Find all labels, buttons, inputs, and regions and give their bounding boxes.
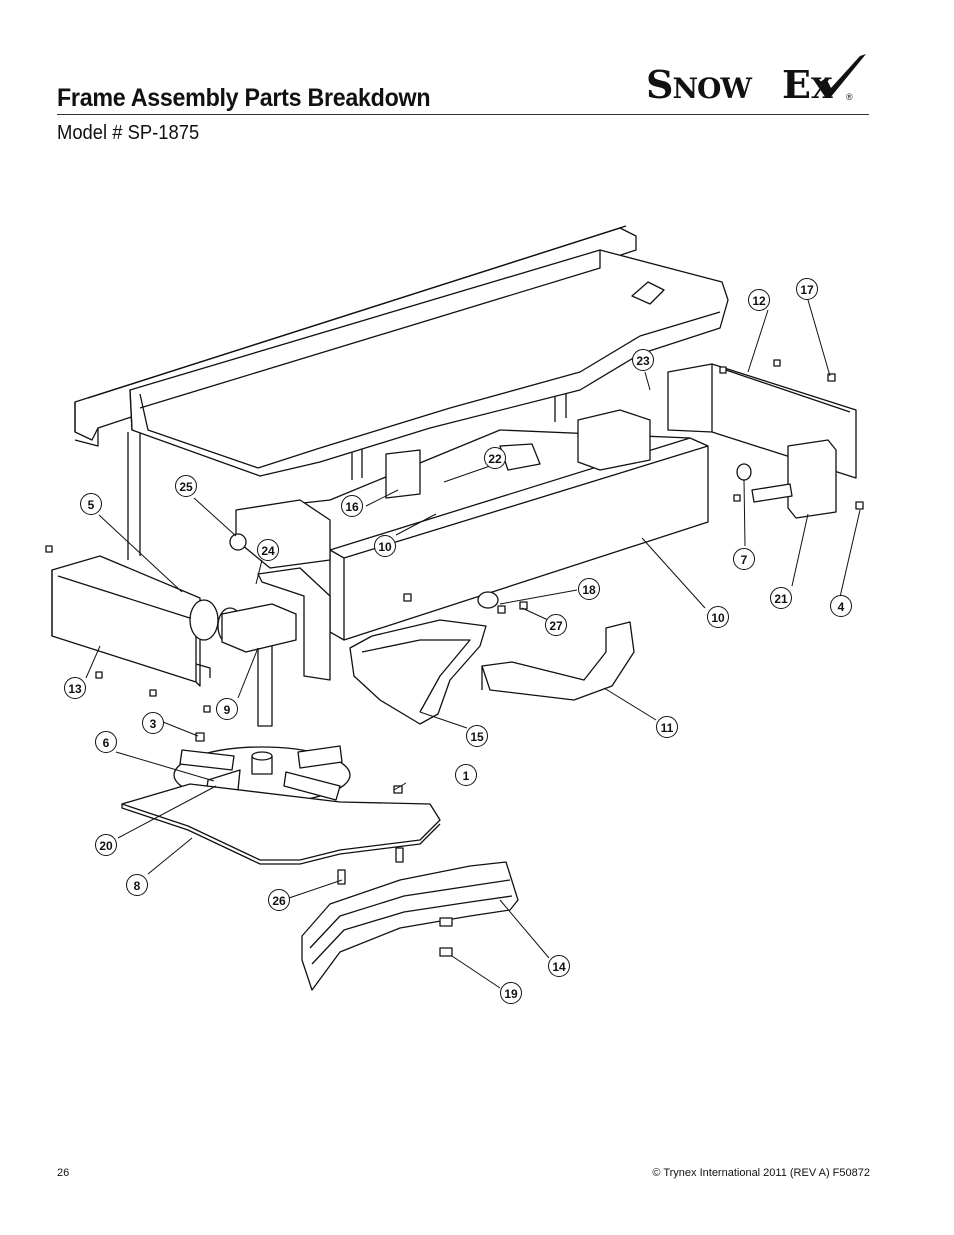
callout-12: 12 <box>748 289 770 311</box>
callout-9: 9 <box>216 698 238 720</box>
deflector-11 <box>481 621 635 701</box>
callout-7: 7 <box>733 548 755 570</box>
gear-box-9 <box>189 599 297 727</box>
end-plate-13 <box>51 555 211 687</box>
hardware <box>45 359 864 957</box>
callout-4: 4 <box>830 595 852 617</box>
leader-lines <box>85 299 861 989</box>
callout-26: 26 <box>268 889 290 911</box>
callout-10-right: 10 <box>707 606 729 628</box>
callout-22: 22 <box>484 447 506 469</box>
callout-11: 11 <box>656 716 678 738</box>
callout-19: 19 <box>500 982 522 1004</box>
callout-18: 18 <box>578 578 600 600</box>
mount-bracket <box>235 499 331 569</box>
callout-21: 21 <box>770 587 792 609</box>
callout-17: 17 <box>796 278 818 300</box>
hopper-trough <box>129 249 729 477</box>
checkmark-icon <box>820 54 866 98</box>
callout-15: 15 <box>466 725 488 747</box>
callout-3: 3 <box>142 712 164 734</box>
page-number: 26 <box>57 1167 70 1179</box>
deck-plate-8 <box>121 783 441 865</box>
callout-6: 6 <box>95 731 117 753</box>
callout-27: 27 <box>545 614 567 636</box>
callout-16: 16 <box>341 495 363 517</box>
callout-14: 14 <box>548 955 570 977</box>
main-frame <box>239 409 709 641</box>
copyright-text: © Trynex International 2011 (REV A) F508… <box>652 1167 870 1179</box>
callout-8: 8 <box>126 874 148 896</box>
curved-deflector-14 <box>301 861 519 991</box>
bracket-24 <box>257 567 331 681</box>
callout-5: 5 <box>80 493 102 515</box>
callout-23: 23 <box>632 349 654 371</box>
callout-10-left: 10 <box>374 535 396 557</box>
motor-bracket-21 <box>751 439 837 519</box>
page-title: Frame Assembly Parts Breakdown <box>57 84 431 112</box>
callout-1: 1 <box>455 764 477 786</box>
header-rule <box>57 114 869 115</box>
model-number: Model # SP-1875 <box>57 122 200 144</box>
callout-20: 20 <box>95 834 117 856</box>
chute-15 <box>349 619 487 725</box>
callout-13: 13 <box>64 677 86 699</box>
snowex-logo: SNOW EX ® <box>646 52 872 108</box>
callout-25: 25 <box>175 475 197 497</box>
callout-24: 24 <box>257 539 279 561</box>
